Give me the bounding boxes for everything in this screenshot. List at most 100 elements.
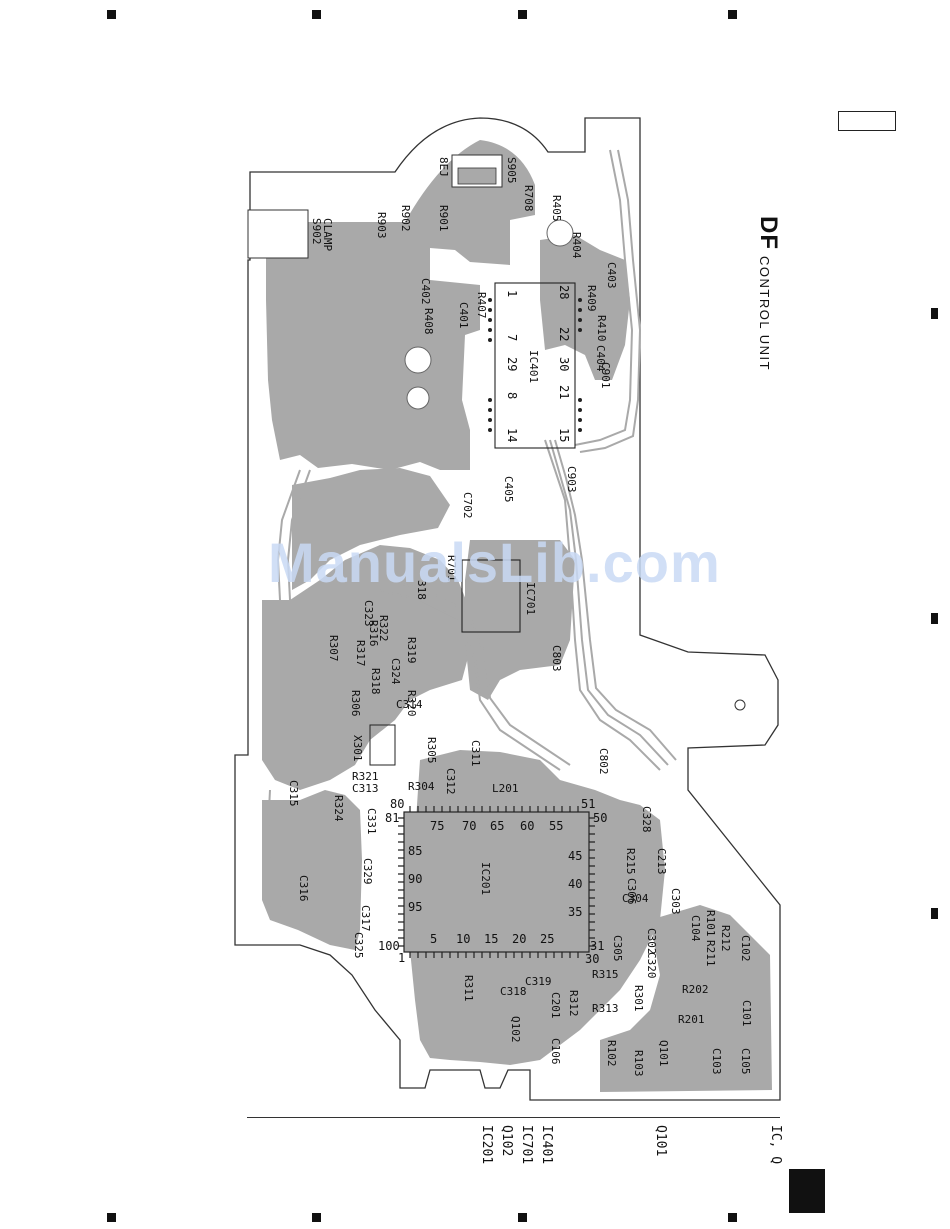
label-c329: C329	[361, 858, 374, 885]
label-c404: C404	[594, 345, 607, 372]
label-l201: L201	[492, 782, 519, 795]
ic201-pin-55: 55	[549, 819, 563, 833]
registration-mark-bottom-1	[107, 1213, 116, 1222]
label-c323: C323	[362, 600, 375, 627]
label-c101: C101	[740, 1000, 753, 1027]
label-c319: C319	[525, 975, 552, 988]
ic401-outline	[494, 282, 576, 449]
mounting-hole-2	[406, 386, 430, 410]
label-c903: C903	[565, 466, 578, 493]
label-r701: R701	[445, 555, 458, 582]
mounting-hole-1	[404, 346, 432, 374]
x301-crystal	[369, 724, 396, 766]
mounting-hole-3	[546, 219, 574, 247]
label-r211: R211	[704, 940, 717, 967]
label-q102: Q102	[509, 1016, 522, 1043]
label-c802: C802	[597, 748, 610, 775]
label-c303: C303	[669, 888, 682, 915]
registration-mark-bottom-4	[728, 1213, 737, 1222]
label-c316: C316	[297, 875, 310, 902]
label-r102: R102	[605, 1040, 618, 1067]
registration-mark-top-1	[107, 10, 116, 19]
ic201-pins	[398, 806, 595, 958]
registration-mark-right-3	[931, 908, 938, 919]
ic201-pin-45: 45	[568, 849, 582, 863]
ic401-pin-1: 1	[505, 290, 519, 297]
legend-q102: Q102	[499, 1125, 514, 1157]
label-318: 318	[415, 580, 428, 600]
s905-inner	[457, 167, 497, 185]
label-r405: R405	[550, 195, 563, 222]
label-c306: C306	[625, 878, 638, 905]
mounting-hole-4	[734, 699, 746, 711]
label-r311: R311	[462, 975, 475, 1002]
label-8ej: 8EJ	[437, 157, 450, 177]
label-r407: R407	[475, 292, 488, 319]
label-r313: R313	[592, 1002, 619, 1015]
label-r404: R404	[570, 232, 583, 259]
page-number-box	[838, 111, 896, 131]
ic201-pin-10: 10	[456, 932, 470, 946]
label-r409: R409	[585, 285, 598, 312]
label-r324: R324	[332, 795, 345, 822]
ic401-pin-7: 7	[505, 334, 519, 341]
ic401-pins	[488, 298, 582, 432]
ic401-pin-28: 28	[557, 285, 571, 299]
ic201-pin-40: 40	[568, 877, 582, 891]
label-r304: R304	[408, 780, 435, 793]
label-c313: C313	[352, 782, 379, 795]
label-c405: C405	[502, 476, 515, 503]
legend-ic401: IC401	[539, 1125, 554, 1165]
ic201-pin-100: 100	[378, 939, 400, 953]
page-edge-tab	[789, 1169, 825, 1213]
label-r903: R903	[375, 212, 388, 239]
label-c304: C304	[622, 892, 649, 905]
registration-mark-top-2	[312, 10, 321, 19]
label-r103: R103	[632, 1050, 645, 1077]
label-c302: C302	[645, 928, 658, 955]
ic201-pin-51: 51	[581, 797, 595, 811]
label-r708: R708	[522, 185, 535, 212]
copper-pour-right-top	[540, 235, 630, 380]
registration-mark-top-4	[728, 10, 737, 19]
label-r215: R215	[624, 848, 637, 875]
label-c102: C102	[739, 935, 752, 962]
ic201-pin-65: 65	[490, 819, 504, 833]
ic401-pin-labels: 1 7 8 14 28 22 21 15 29 30	[505, 285, 571, 442]
label-c103: C103	[710, 1048, 723, 1075]
ic201-pin-5: 5	[430, 932, 437, 946]
label-c305: C305	[611, 935, 624, 962]
label-r312: R312	[567, 990, 580, 1017]
label-r101: R101	[704, 910, 717, 937]
label-r321: R321	[352, 770, 379, 783]
label-r212: R212	[719, 925, 732, 952]
label-c401: C401	[457, 302, 470, 329]
label-ic701: IC701	[524, 582, 537, 615]
ic201-pin-60: 60	[520, 819, 534, 833]
label-r322: R322	[377, 615, 390, 642]
copper-pour-bottom-left	[262, 790, 362, 950]
label-r410: R410	[595, 315, 608, 342]
component-labels: IC201 IC401 IC701 X301 S902 CLAMP S905 8…	[287, 157, 753, 1077]
copper-pour-upper	[266, 140, 535, 470]
label-c324: C324	[389, 658, 402, 685]
ic201-pin-85: 85	[408, 844, 422, 858]
label-r306: R306	[349, 690, 362, 717]
label-s902: S902	[310, 218, 323, 245]
legend-rule	[247, 1117, 780, 1118]
label-c328: C328	[640, 806, 653, 833]
label-c325: C325	[352, 932, 365, 959]
label-c213: C213	[655, 848, 668, 875]
label-r316: R316	[367, 620, 380, 647]
s902-clamp-switch	[247, 209, 309, 259]
ic401-pin-8: 8	[505, 392, 519, 399]
legend-ic701: IC701	[519, 1125, 534, 1165]
label-r318: R318	[369, 668, 382, 695]
label-ic401: IC401	[527, 350, 540, 383]
registration-mark-bottom-2	[312, 1213, 321, 1222]
label-c318: C318	[500, 985, 527, 998]
label-r320: R320	[405, 690, 418, 717]
ic201-pin-95: 95	[408, 900, 422, 914]
label-c331: C331	[365, 808, 378, 835]
